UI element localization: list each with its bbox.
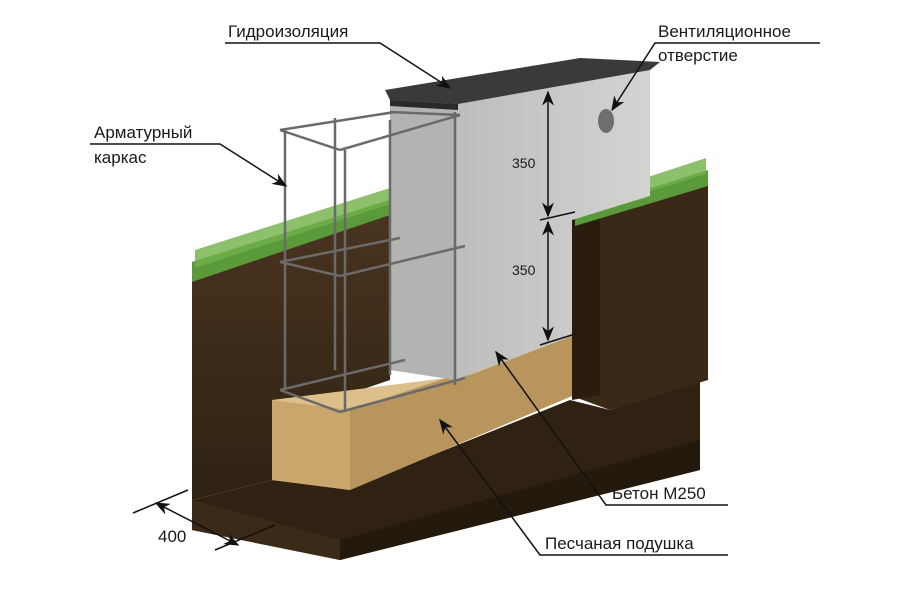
- vent-hole: [598, 109, 614, 133]
- dim-below-ground: 350: [512, 262, 536, 278]
- leader-lines: [90, 42, 820, 556]
- label-vent-line2: отверстие: [658, 46, 738, 65]
- dimension-lines: [132, 90, 576, 551]
- label-rebar-line1: Арматурный: [94, 123, 193, 142]
- dim-width: 400: [158, 527, 187, 546]
- label-concrete: Бетон М250: [612, 484, 706, 503]
- sand-cushion: [272, 336, 572, 490]
- label-sand-cushion: Песчаная подушка: [545, 534, 694, 553]
- dim-above-ground: 350: [512, 155, 536, 171]
- label-vent-line1: Вентиляционное: [658, 22, 791, 41]
- label-rebar-line2: каркас: [94, 148, 147, 167]
- label-waterproofing: Гидроизоляция: [228, 22, 349, 41]
- rebar-cage: [279, 110, 466, 414]
